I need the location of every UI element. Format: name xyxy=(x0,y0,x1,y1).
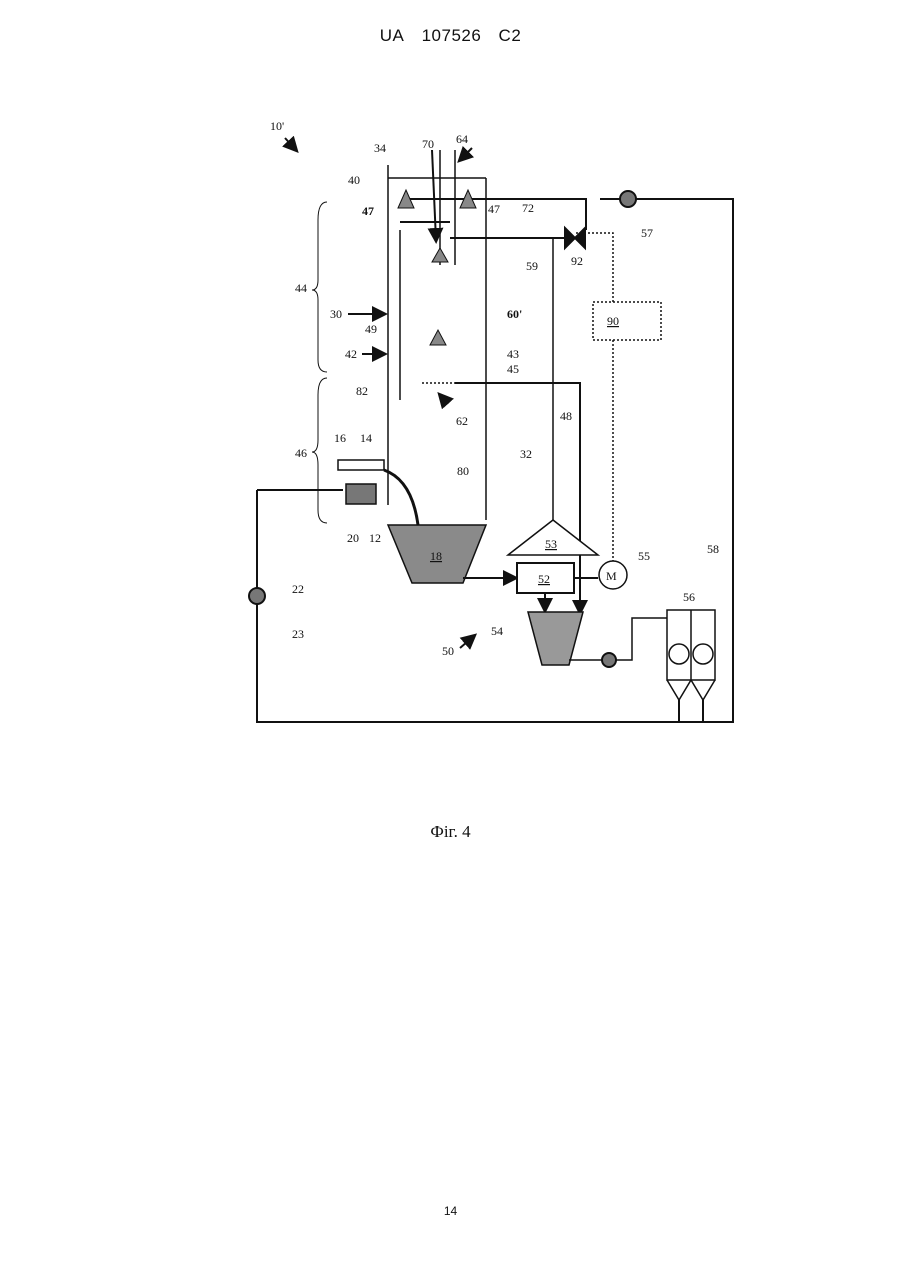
ref-label: 70 xyxy=(422,137,434,151)
cyclone-label: 53 xyxy=(545,537,557,551)
ref-label: 45 xyxy=(507,362,519,376)
ref-label: 54 xyxy=(491,624,503,638)
ref-label: 47 xyxy=(362,204,374,218)
ref-label: 92 xyxy=(571,254,583,268)
ref-label: 48 xyxy=(560,409,572,423)
ref-label: 46 xyxy=(295,446,307,460)
ref-label: 40 xyxy=(348,173,360,187)
controller-90 xyxy=(593,302,661,340)
ref-label: 50 xyxy=(442,644,454,658)
motor-label: M xyxy=(606,569,617,583)
ref-label: 90 xyxy=(607,314,619,328)
ref-label: 30 xyxy=(330,307,342,321)
ref-label: 42 xyxy=(345,347,357,361)
ref-label: 62 xyxy=(456,414,468,428)
ref-label: 56 xyxy=(683,590,695,604)
ref-label: 10' xyxy=(270,119,284,133)
ref-label: 58 xyxy=(707,542,719,556)
ref-label: 23 xyxy=(292,627,304,641)
ref-label: 34 xyxy=(374,141,386,155)
ref-label: 80 xyxy=(457,464,469,478)
ref-label: 47 xyxy=(488,202,500,216)
ref-label: 57 xyxy=(641,226,653,240)
ref-label: 22 xyxy=(292,582,304,596)
pump-57 xyxy=(620,191,636,207)
ref-label: 16 xyxy=(334,431,346,445)
ref-label: 20 xyxy=(347,531,359,545)
ref-label: 72 xyxy=(522,201,534,215)
unit-label: 52 xyxy=(538,572,550,586)
ref-label: 60' xyxy=(507,307,522,321)
figure-caption: Фіг. 4 xyxy=(0,822,901,842)
pump-22 xyxy=(249,588,265,604)
ref-label: 64 xyxy=(456,132,468,146)
page-number: 14 xyxy=(0,1204,901,1218)
return-line-loop xyxy=(257,199,733,722)
ref-label: 55 xyxy=(638,549,650,563)
hopper-label: 18 xyxy=(430,549,442,563)
ref-label: 44 xyxy=(295,281,307,295)
burner-20 xyxy=(346,484,376,504)
ref-label: 32 xyxy=(520,447,532,461)
collector-54 xyxy=(528,612,583,665)
ref-label: 59 xyxy=(526,259,538,273)
ref-label: 49 xyxy=(365,322,377,336)
ref-label: 14 xyxy=(360,431,372,445)
ref-label: 43 xyxy=(507,347,519,361)
ref-label: 82 xyxy=(356,384,368,398)
ref-label: 12 xyxy=(369,531,381,545)
